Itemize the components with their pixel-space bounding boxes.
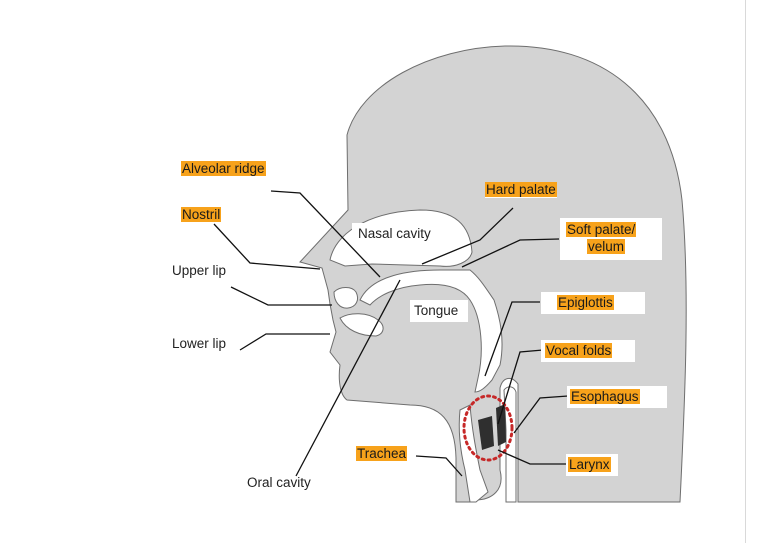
label-nostril: Nostril: [181, 207, 222, 223]
label-oral-cavity: Oral cavity: [247, 475, 311, 490]
label-upper-lip: Upper lip: [172, 263, 227, 278]
label-alveolar-ridge: Alveolar ridge: [181, 161, 266, 177]
esophagus-channel-shape: [503, 386, 517, 503]
label-soft-palate-line2: velum: [587, 239, 626, 255]
vocal-folds-shape: [478, 416, 494, 450]
label-lower-lip: Lower lip: [172, 336, 227, 351]
label-hard-palate: Hard palate: [485, 182, 557, 198]
lip-gap-lower-shape: [339, 313, 384, 337]
label-esophagus: Esophagus: [570, 389, 640, 405]
leader-lines: [213, 190, 569, 477]
tongue-box: [410, 300, 468, 322]
lip-gap-shape: [333, 287, 359, 309]
larynx-ring: [462, 394, 514, 462]
label-soft-palate-line1: Soft palate/: [566, 222, 637, 238]
vocal-folds-shape-2: [496, 404, 506, 446]
label-nasal-cavity: Nasal cavity: [358, 226, 431, 241]
oral-airway-shape: [359, 269, 503, 393]
right-divider: [745, 0, 746, 543]
label-larynx: Larynx: [568, 457, 611, 473]
label-vocal-folds: Vocal folds: [545, 343, 613, 359]
label-trachea: Trachea: [356, 446, 408, 462]
nasal-cavity-box: [352, 223, 448, 245]
label-tongue: Tongue: [414, 303, 459, 318]
label-epiglottis: Epiglottis: [557, 295, 614, 311]
